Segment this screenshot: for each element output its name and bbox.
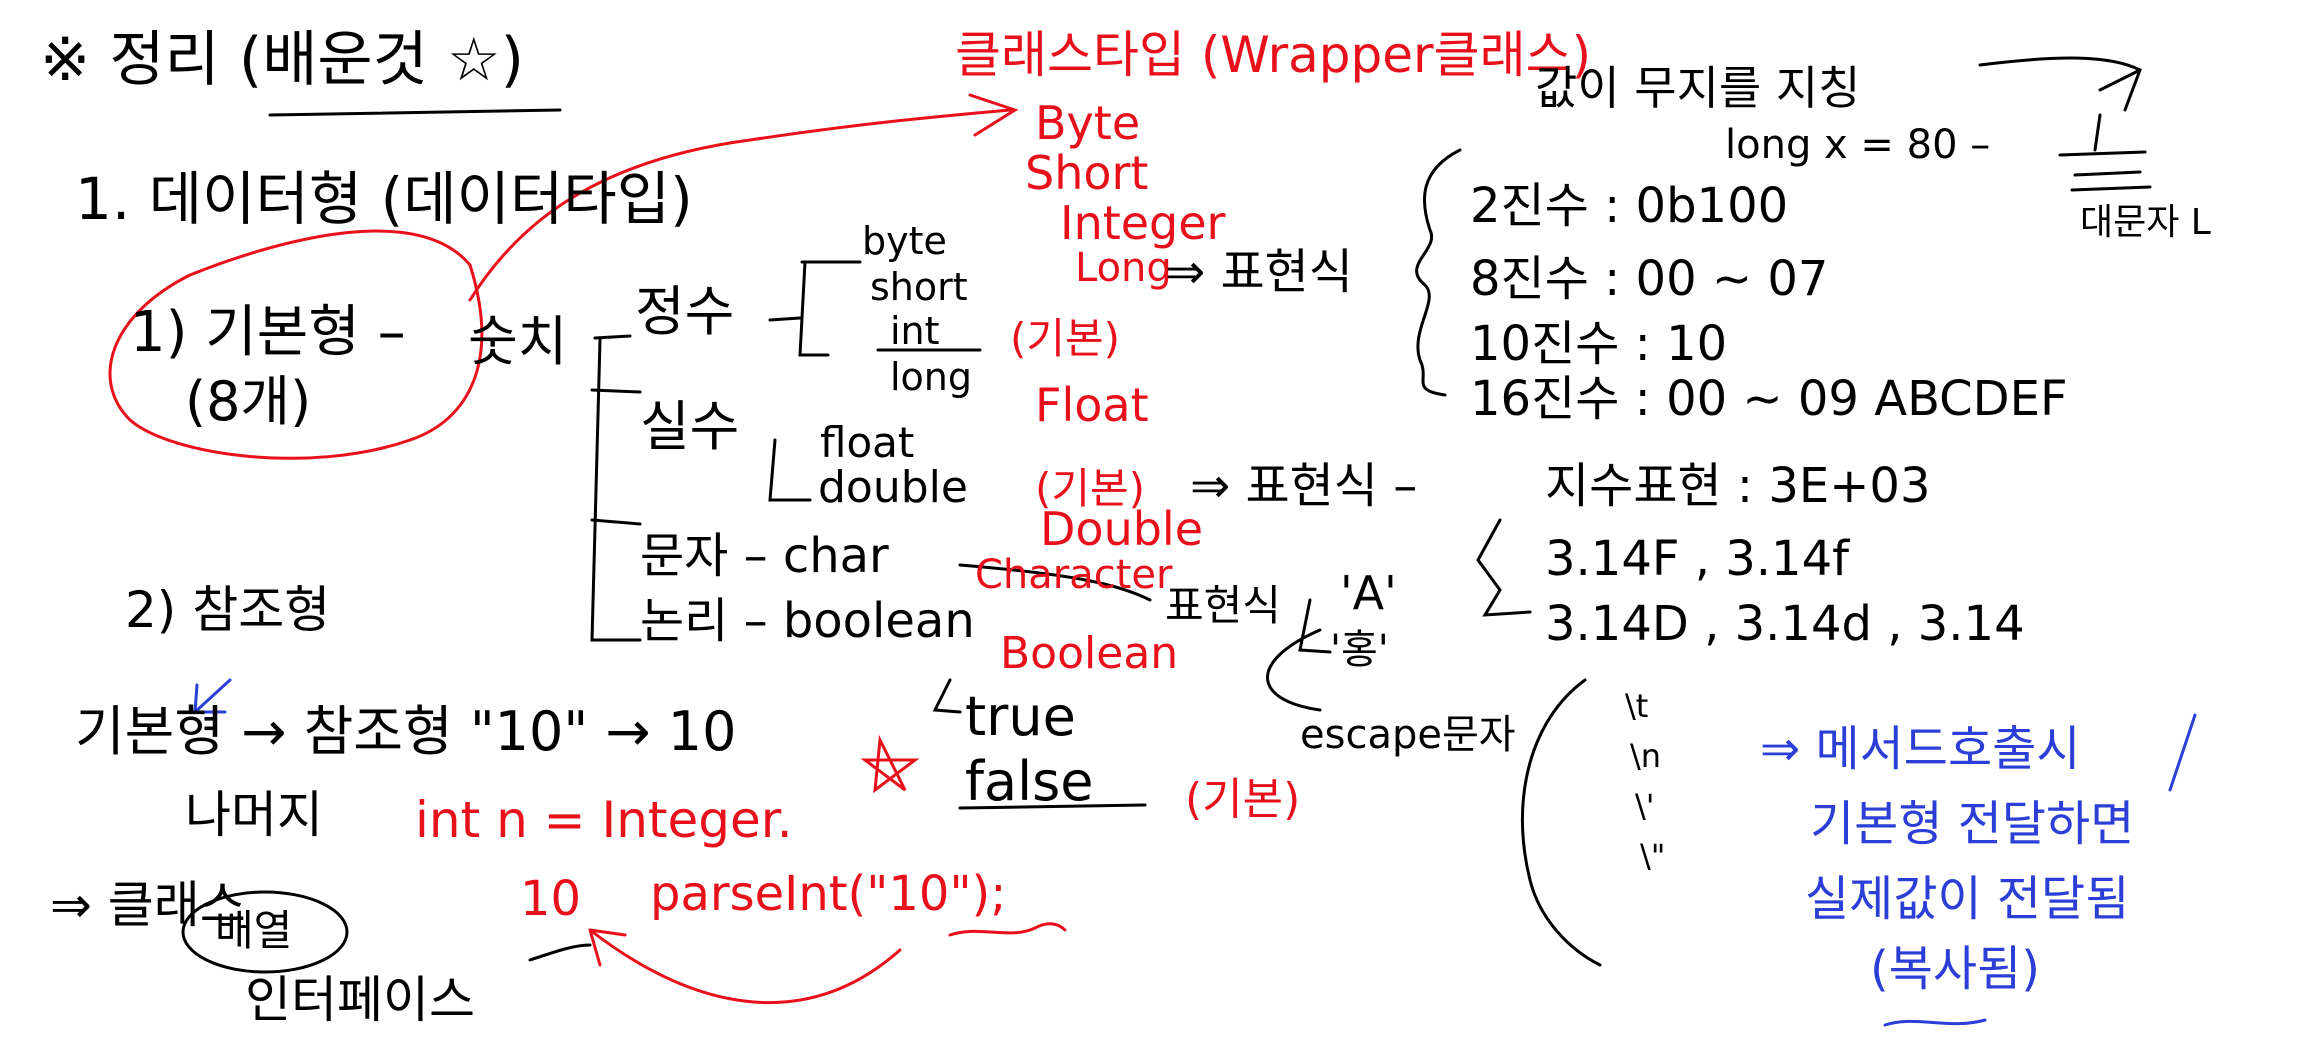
array-label: 배열 [215,906,293,955]
primitive-count: (8개) [185,370,312,433]
blue-slash [2168,713,2197,792]
class-line: ⇒ 클래스 [50,876,246,934]
parse-code: parseInt("10"); [650,866,1007,922]
parse-result: 10 [520,871,582,927]
real-literal-float: 3.14F , 3.14f [1545,531,1850,587]
array-circle [181,890,349,974]
literal-heading: 값이 무지를 지칭 [1535,61,1861,115]
interface-label: 인터페이스 [245,971,475,1029]
conversion-line: 기본형 → 참조형 "10" → 10 [75,700,737,763]
bool-row: 논리 – boolean [640,593,975,649]
long-example-arrow [1978,56,2142,112]
blue-note-line-4: (복사됨) [1870,941,2040,997]
section1-heading: 1. 데이터형 (데이터타입) [75,165,693,233]
blue-down-arrow [193,678,232,714]
wrapper-long: Long [1075,245,1172,291]
escape-label: escape문자 [1300,712,1516,758]
page-title: ※ 정리 (배운것 ☆) [40,25,525,95]
escape-tab: \t [1625,687,1649,725]
bool-value-true: true [965,685,1076,748]
section2-label: 2) 참조형 [125,581,331,639]
bool-value-false: false [965,750,1094,813]
real-literal-double: 3.14D , 3.14d , 3.14 [1545,596,2025,652]
int-code: int n = Integer. [415,791,793,849]
wrapper-boolean: Boolean [1000,628,1179,679]
real-literal-brace [1476,518,1532,617]
escape-curve [1520,678,1602,967]
real-bracket [768,438,812,502]
red-star [860,734,920,794]
char-row: 문자 – char [640,528,889,584]
literal-decimal: 10진수 : 10 [1470,316,1728,372]
integer-type-short: short [870,265,968,309]
escape-quote: \' [1635,787,1655,825]
integer-type-long: long [890,355,973,399]
char-literal-a: 'A' [1340,566,1397,620]
integer-type-int: int [890,309,940,353]
numeric-label: 숫치 [468,310,568,373]
wrap-note: 나머지 [185,786,323,844]
integer-literal-brace [1415,148,1462,397]
escape-dquote: \" [1640,837,1666,875]
integer-label: 정수 [635,280,735,343]
uppercase-l-caption: 대문자 L [2080,202,2211,243]
wrapper-title: 클래스타입 (Wrapper클래스) [955,26,1592,84]
blue-note-line-1: ⇒ 메서드호출시 [1760,721,2081,777]
escape-newline: \n [1630,737,1662,775]
char-bracket [1298,598,1332,654]
literal-hex: 16진수 : 00 ~ 09 ABCDEF [1470,371,2068,427]
blue-note-line-3: 실제값이 전달됨 [1805,871,2130,927]
integer-type-byte: byte [862,219,947,263]
blue-note-line-2: 기본형 전달하면 [1810,796,2135,852]
literal-binary: 2진수 : 0b100 [1470,178,1789,234]
parseint-arrow [588,928,902,1005]
primitive-circle [108,229,484,460]
tree-connector [590,338,642,642]
blue-squiggle [1883,1018,1987,1027]
wrapper-arrow [468,93,1019,302]
real-label: 실수 [640,395,740,458]
double-default-note: (기본) [1035,464,1146,513]
wrapper-short: Short [1025,146,1149,200]
false-default-note: (기본) [1185,774,1301,825]
integer-bracket [768,260,862,357]
title-underline [268,108,562,117]
real-type-double: double [818,462,968,513]
integer-literal-arrow: ⇒ 표현식 [1165,244,1353,300]
wrapper-double: Double [1040,502,1203,556]
literal-octal: 8진수 : 00 ~ 07 [1470,251,1829,307]
char-literal-hong: '홍' [1330,627,1389,673]
real-type-float: float [820,418,915,467]
uppercase-l-icon [2058,113,2152,192]
real-literal-arrow: ⇒ 표현식 – [1190,458,1418,514]
primitive-label: 1) 기본형 – [130,300,406,365]
wrapper-character: Character [975,552,1173,598]
wrapper-float: Float [1035,378,1149,432]
real-literal-exponent: 지수표현 : 3E+03 [1545,458,1931,514]
int-default-note: (기본) [1010,314,1121,363]
bool-bracket [932,678,962,714]
char-literal-label: 표현식 [1165,581,1281,630]
long-example: long x = 80 – [1725,122,1991,168]
class-arrow [528,943,592,962]
wrapper-integer: Integer [1060,196,1226,250]
wrapper-byte: Byte [1035,96,1141,150]
